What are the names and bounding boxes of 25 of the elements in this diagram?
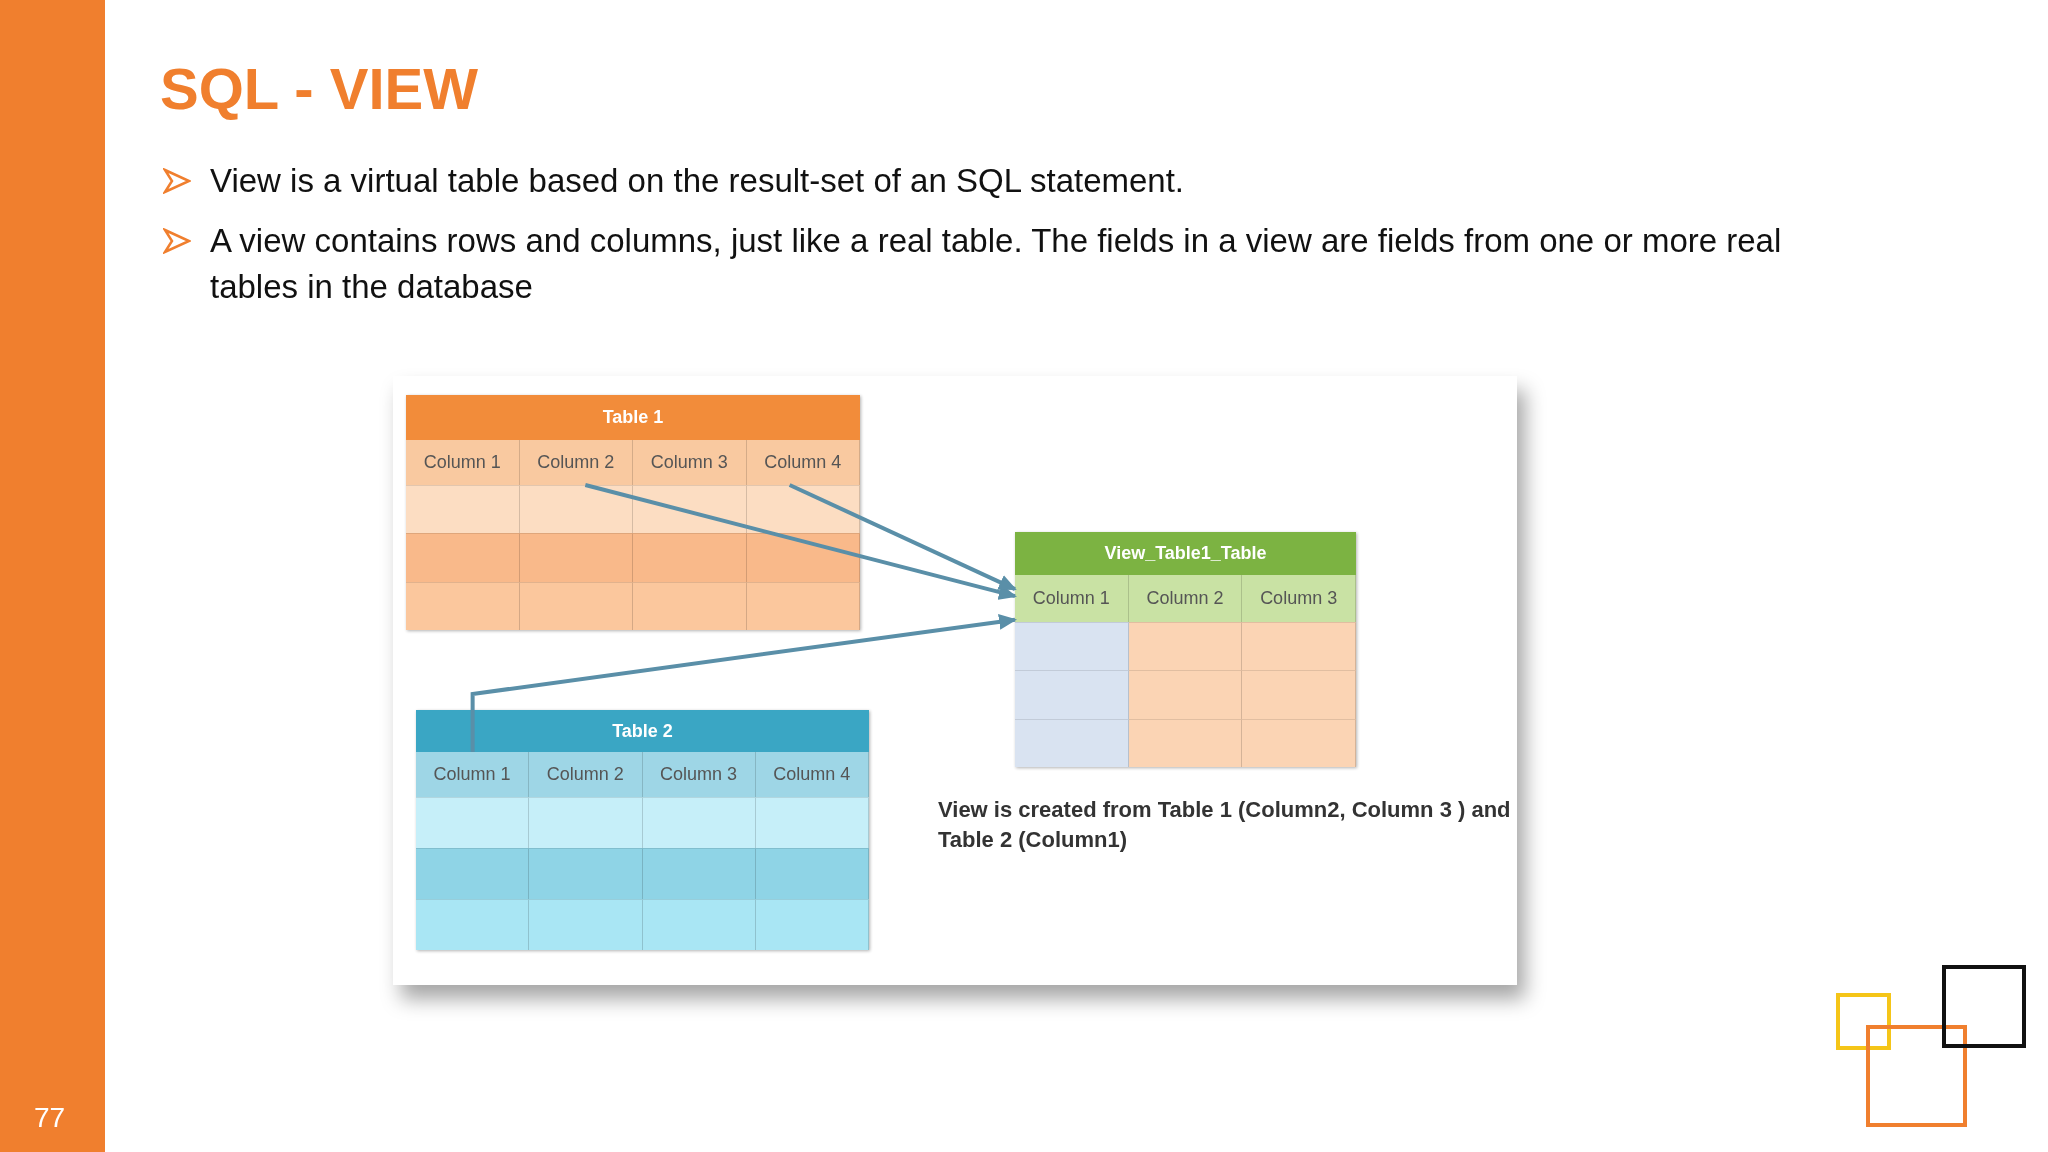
arrow [470, 613, 1017, 752]
column-header-cell: Column 1 [1015, 575, 1129, 622]
column-header-cell: Column 3 [633, 440, 747, 485]
column-header-cell: Column 2 [1128, 575, 1243, 622]
column-header-cell: Column 4 [746, 440, 860, 485]
arrow [788, 483, 1017, 591]
table-panel [406, 395, 860, 630]
column-header-cell: Column 3 [642, 752, 756, 797]
column-header-cell: Column 1 [416, 752, 530, 797]
slide-title: SQL - VIEW [160, 55, 478, 122]
table-title: View_Table1_Table [1103, 542, 1268, 565]
bullet-text: A view contains rows and columns, just like a real table. The fields in a view are fields from one or more real tables in the database [210, 221, 1783, 307]
column-header-cell: Column 3 [1242, 575, 1356, 622]
column-header-cell: Column 4 [755, 752, 869, 797]
arrow [584, 483, 1017, 600]
table-panel [416, 710, 869, 950]
table-title: Table 2 [611, 719, 674, 743]
table-panel [1015, 532, 1356, 767]
slide-number: 77 [34, 1102, 66, 1134]
diagram-caption: View is created from Table 1 (Column2, Column 3 ) and Table 2 (Column1) [938, 796, 1512, 854]
table-title: Table 1 [601, 406, 665, 429]
column-header-cell: Column 2 [519, 440, 633, 485]
bullet-text: View is a virtual table based on the result-set of an SQL statement. [210, 161, 1186, 201]
column-header-cell: Column 2 [529, 752, 643, 797]
column-header-cell: Column 1 [406, 440, 520, 485]
